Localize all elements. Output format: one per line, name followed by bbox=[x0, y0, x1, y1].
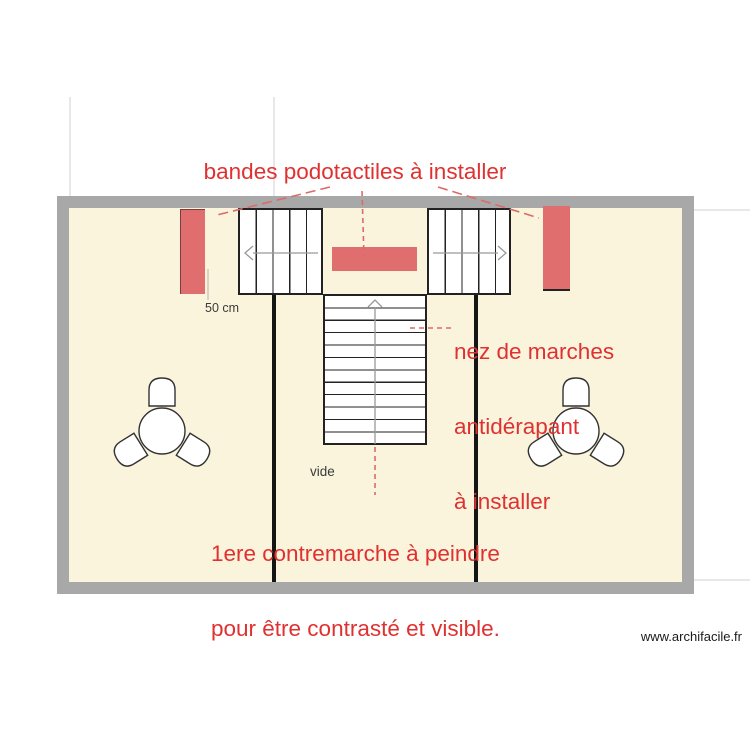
stair-flight-upper-left[interactable] bbox=[238, 208, 323, 295]
annotation-podotactile-bands[interactable]: bandes podotactiles à installer bbox=[203, 159, 507, 184]
annotation-stair-nosing[interactable]: nez de marches antidérapant à installer bbox=[454, 289, 614, 564]
annotation-stair-nosing-line1: nez de marches bbox=[454, 339, 615, 364]
annotation-stair-nosing-line3: à installer bbox=[454, 489, 551, 514]
void-label[interactable]: vide bbox=[310, 464, 335, 479]
annotation-first-riser-line2: pour être contrasté et visible. bbox=[211, 616, 500, 641]
annotation-first-riser-line1: 1ere contremarche à peindre bbox=[211, 541, 500, 566]
dimension-label-50cm[interactable]: 50 cm bbox=[205, 301, 240, 315]
podotactile-band-center[interactable] bbox=[332, 247, 417, 271]
podotactile-band-right[interactable] bbox=[543, 206, 570, 291]
interior-wall-right bbox=[474, 294, 478, 582]
annotation-first-riser[interactable]: 1ere contremarche à peindre pour être co… bbox=[211, 491, 500, 691]
archifacile-watermark: www.archifacile.fr bbox=[640, 629, 742, 644]
stair-flight-central[interactable] bbox=[323, 294, 427, 445]
interior-wall-left bbox=[272, 294, 276, 582]
podotactile-band-left[interactable] bbox=[180, 209, 205, 294]
annotation-stair-nosing-line2: antidérapant bbox=[454, 414, 580, 439]
stair-flight-upper-right[interactable] bbox=[427, 208, 511, 295]
